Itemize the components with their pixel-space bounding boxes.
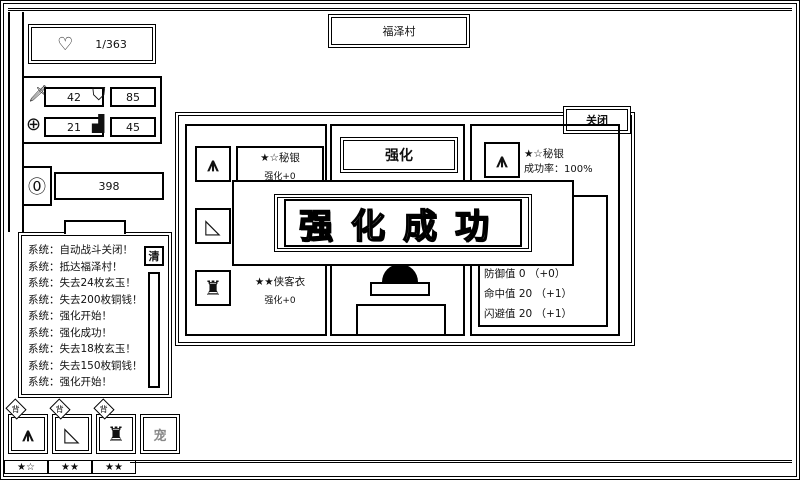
equip-stars: ★★ [48, 460, 92, 474]
stat-line: 闪避值 20 （+1） [484, 308, 573, 320]
equip-slot[interactable]: ◺ [52, 414, 92, 454]
log-line: 系统：强化开始！ [28, 376, 112, 388]
item-slot-armor-icon[interactable]: ♜ [195, 270, 231, 306]
pet-slot-label: 宠 [153, 428, 167, 444]
item-name: ★☆秘银 [260, 152, 300, 164]
stats-box [22, 76, 162, 144]
success-rate: 成功率：100% [524, 164, 593, 175]
location-title: 福泽村 [328, 14, 470, 48]
anvil-base [356, 304, 446, 334]
heart-icon: ♡ [57, 33, 74, 55]
hp-box: ♡ 1/363 [28, 24, 156, 64]
log-line: 系统：强化成功！ [28, 326, 112, 339]
stat-line: 命中值 20 （+1） [484, 288, 573, 300]
item-slot-pants-icon[interactable]: ◺ [195, 208, 231, 244]
weapon-icon: ⩚ [22, 422, 34, 446]
item-entry[interactable]: ★★侠客衣强化+0 [236, 270, 324, 310]
log-line: 系统：强化开始！ [28, 310, 112, 322]
anvil-body [370, 282, 430, 296]
equip-slot[interactable]: ⩚ [8, 414, 48, 454]
equip-slot[interactable]: ♜ [96, 414, 136, 454]
message-log[interactable]: 系统：自动战斗关闭！ 系统：抵达福泽村！ 系统：失去24枚玄玉！ 系统：失去200枚铜… [18, 232, 172, 398]
armor-icon: ♜ [107, 422, 125, 446]
log-line: 系统：抵达福泽村！ [28, 260, 123, 273]
defense-value: 85 [110, 87, 156, 107]
anvil-icon [382, 264, 418, 284]
coin-icon: ⓪ [22, 166, 52, 206]
equip-stars: ★★ [92, 460, 136, 474]
equip-slot[interactable]: 宠 [140, 414, 180, 454]
log-scrollbar[interactable] [148, 272, 160, 388]
sword-icon: 🗡 [28, 84, 49, 103]
equip-stars: ★☆ [4, 460, 48, 474]
hp-value: 1/363 [95, 37, 127, 51]
log-line: 系统：失去200枚铜钱！ [28, 293, 143, 306]
attack-value: 42 [44, 87, 104, 107]
item-name: ★★侠客衣 [254, 276, 306, 288]
item-level: 强化+0 [264, 172, 296, 182]
log-line: 系统：失去24枚玄玉！ [28, 277, 136, 289]
accuracy-value: 21 [44, 117, 104, 137]
item-level: 强化+0 [264, 296, 296, 306]
success-banner-text: 强化成功 [298, 206, 507, 248]
stat-line: 防御值 0 （+0） [484, 268, 566, 280]
selected-weapon-icon: ⩚ [484, 142, 520, 178]
log-line: 系统：自动战斗关闭！ [28, 244, 133, 256]
shield-icon: ⛉ [92, 84, 106, 105]
pants-icon: ◺ [64, 422, 80, 446]
log-line: 系统：失去18枚玄玉！ [28, 343, 136, 355]
log-tab [64, 220, 126, 234]
log-line: 系统：失去150枚铜钱！ [28, 359, 143, 372]
money-value: 398 [54, 172, 164, 200]
item-slot-weapon-icon[interactable]: ⩚ [195, 146, 231, 182]
speed-value: 45 [110, 117, 156, 137]
boot-icon: ▟ [92, 114, 105, 133]
bottom-divider [130, 460, 792, 463]
close-button[interactable]: 关闭 [563, 106, 631, 134]
enhance-title: 强化 [340, 137, 458, 173]
crosshair-icon: ⊕ [26, 114, 42, 135]
success-banner: 强化成功 [232, 180, 574, 266]
clear-log-button[interactable]: 清 [144, 246, 164, 266]
selected-item-name: ★☆秘银 [524, 148, 564, 160]
top-divider [8, 8, 792, 11]
